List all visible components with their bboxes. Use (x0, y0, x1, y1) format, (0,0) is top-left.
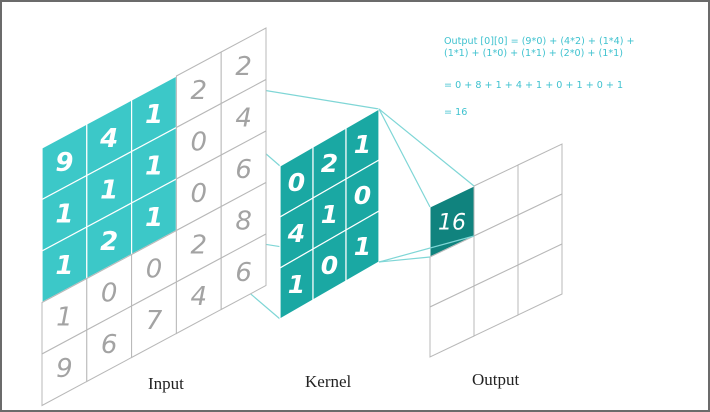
kernel-cell-value: 1 (288, 270, 305, 299)
input-cell-value: 1 (145, 151, 163, 181)
kernel-cell-value: 1 (354, 130, 371, 159)
input-cell-value: 1 (55, 199, 73, 229)
input-cell-value: 2 (235, 52, 252, 82)
output-value: 16 (438, 211, 466, 236)
input-cell-value: 1 (100, 175, 118, 205)
input-cell-value: 2 (191, 76, 208, 106)
input-label: Input (148, 374, 184, 393)
kernel-label: Kernel (305, 372, 352, 391)
formula-line-3: = 0 + 8 + 1 + 4 + 1 + 0 + 1 + 0 + 1 (444, 80, 624, 91)
input-cell (220, 233, 267, 311)
input-cell-value: 9 (55, 148, 73, 178)
formula-line-2: (1*1) + (1*0) + (1*1) + (2*0) + (1*1) (444, 48, 624, 59)
formula-line-1: Output [0][0] = (9*0) + (4*2) + (1*4) + (444, 36, 635, 47)
input-cell-value: 0 (191, 127, 208, 157)
input-cell-value: 9 (56, 354, 73, 384)
output-cell (517, 243, 563, 316)
connector-line (378, 108, 431, 208)
kernel-cell-value: 0 (321, 251, 338, 280)
input-cell-value: 2 (191, 230, 208, 260)
connector-line (378, 108, 475, 187)
input-cell-value: 8 (235, 206, 252, 236)
input-cell-value: 0 (101, 278, 118, 308)
input-cell-value: 4 (191, 282, 208, 312)
input-cell-value: 0 (146, 254, 163, 284)
kernel-cell-value: 0 (288, 168, 305, 197)
kernel-cell-value: 0 (354, 181, 371, 210)
input-cell-value: 4 (235, 103, 252, 133)
input-cell-value: 1 (145, 100, 163, 130)
output-label: Output (472, 370, 520, 389)
kernel-cell-value: 4 (287, 219, 305, 248)
input-cell-value: 4 (99, 124, 118, 154)
kernel-cell-value: 1 (354, 232, 371, 261)
input-cell-value: 1 (55, 251, 73, 281)
input-cell-value: 1 (56, 302, 73, 332)
kernel-cell-value: 2 (321, 149, 338, 178)
input-cell-value: 6 (235, 155, 252, 185)
input-cell-value: 7 (146, 306, 163, 336)
connector-line (378, 235, 475, 263)
formula-line-4: = 16 (444, 107, 468, 118)
connector-lines-front (378, 108, 475, 263)
input-cell-value: 1 (145, 203, 163, 233)
input-cell-value: 6 (101, 330, 118, 360)
kernel-cell-value: 1 (321, 200, 338, 229)
connector-line (378, 256, 431, 263)
input-cell-value: 6 (235, 258, 252, 288)
output-matrix: 16 (429, 143, 563, 358)
input-cell-value: 2 (100, 227, 118, 257)
input-cell-value: 0 (191, 179, 208, 209)
